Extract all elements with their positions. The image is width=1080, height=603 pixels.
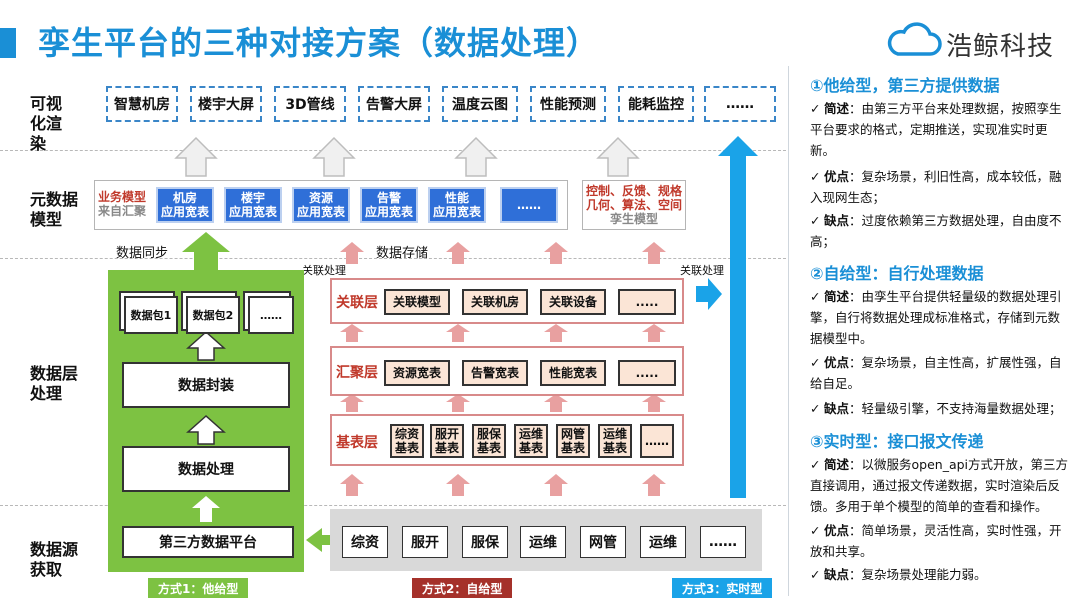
- data-package-more: ……: [248, 296, 294, 334]
- label-assoc-left: 关联处理: [302, 264, 346, 277]
- visual-box-3d-pipe: 3D管线: [274, 86, 346, 122]
- assoc-layer-label: 关联层: [336, 295, 378, 311]
- meta-box-room: 机房应用宽表: [156, 187, 214, 223]
- visual-box-alarm: 告警大屏: [358, 86, 430, 122]
- base-item-yunwei: 运维基表: [514, 424, 548, 458]
- summary-item-alarm: 告警宽表: [462, 360, 528, 386]
- label-data-sync: 数据同步: [116, 246, 169, 261]
- visual-box-energy: 能耗监控: [618, 86, 694, 122]
- method3-heading: ③实时型：接口报文传递: [810, 432, 984, 451]
- data-encapsulate-box: 数据封装: [122, 362, 290, 408]
- visual-box-temperature: 温度云图: [442, 86, 518, 122]
- assoc-item-room: 关联机房: [462, 289, 528, 315]
- base-item-zongzi: 综资基表: [390, 424, 424, 458]
- row-label-source: 数据源获取: [30, 540, 79, 579]
- row-divider: [0, 150, 786, 151]
- meta-box-performance: 性能应用宽表: [428, 187, 486, 223]
- method2-summary: ✓简述：由孪生平台提供轻量级的数据处理引擎，自行将数据处理成标准格式，存储到元数…: [810, 289, 1062, 346]
- meta-box-resource: 资源应用宽表: [292, 187, 350, 223]
- source-fubao: 服保: [462, 526, 508, 558]
- method3-pros: ✓优点：简单场景，灵活性高，实时性强，开放和共享。: [810, 523, 1062, 559]
- cloud-logo-icon: [887, 22, 942, 56]
- row-label-visual: 可视化渲染: [30, 94, 63, 153]
- row-divider: [0, 258, 786, 259]
- base-item-fubao: 服保基表: [472, 424, 506, 458]
- method3-summary: ✓简述：以微服务open_api方式开放，第三方直接调用，通过报文传递数据，实时…: [810, 457, 1069, 514]
- source-zongzi: 综资: [342, 526, 388, 558]
- method1-pros: ✓优点：复杂场景，利旧性高，成本较低，融入现网生态；: [810, 169, 1062, 205]
- row-label-meta: 元数据模型: [30, 190, 79, 229]
- visual-box-performance: 性能预测: [530, 86, 606, 122]
- summary-item-more: .....: [618, 360, 676, 386]
- summary-layer-label: 汇聚层: [336, 365, 378, 381]
- source-wangguan: 网管: [580, 526, 626, 558]
- label-assoc-right: 关联处理: [680, 264, 724, 277]
- visual-box-more: ……: [704, 86, 776, 122]
- assoc-item-device: 关联设备: [540, 289, 606, 315]
- method1-summary: ✓简述：由第三方平台来处理数据，按照孪生平台要求的格式，定期推送，实现准实时更新…: [810, 101, 1062, 158]
- meta-business-label: 业务模型 来自汇聚: [98, 190, 147, 218]
- assoc-item-model: 关联模型: [384, 289, 450, 315]
- base-layer-label: 基表层: [336, 435, 378, 451]
- meta-box-building: 楼宇应用宽表: [224, 187, 282, 223]
- method3-tag: 方式3：实时型: [672, 578, 773, 598]
- meta-box-more: ……: [500, 187, 558, 223]
- page-title: 孪生平台的三种对接方案（数据处理）: [38, 24, 600, 62]
- data-package-2: 数据包2: [186, 296, 240, 334]
- row-label-layer: 数据层处理: [30, 364, 79, 403]
- source-yunwei: 运维: [520, 526, 566, 558]
- right-panel-divider: [788, 66, 789, 596]
- method2-tag: 方式2：自给型: [412, 578, 513, 598]
- label-data-storage: 数据存储: [376, 246, 429, 261]
- method1-cons: ✓缺点：过度依赖第三方数据处理，自由度不高；: [810, 213, 1062, 249]
- row-divider: [0, 505, 786, 506]
- base-item-wangguan: 网管基表: [556, 424, 590, 458]
- summary-item-resource: 资源宽表: [384, 360, 450, 386]
- title-accent-bar: [0, 28, 16, 58]
- twin-model-box: 控制、反馈、规格 几何、算法、空间 孪生模型: [582, 180, 686, 230]
- visual-box-smart-room: 智慧机房: [106, 86, 178, 122]
- data-package-1: 数据包1: [124, 296, 178, 334]
- visual-box-building: 楼宇大屏: [190, 86, 262, 122]
- method2-heading: ②自给型：自行处理数据: [810, 264, 984, 283]
- method1-tag: 方式1：他给型: [148, 578, 249, 598]
- source-fukai: 服开: [402, 526, 448, 558]
- assoc-item-more: .....: [618, 289, 676, 315]
- method1-heading: ①他给型，第三方提供数据: [810, 76, 1000, 95]
- method2-cons: ✓缺点：轻量级引擎，不支持海量数据处理；: [810, 401, 1062, 416]
- source-more: ……: [700, 526, 746, 558]
- base-item-yunwei-2: 运维基表: [598, 424, 632, 458]
- meta-box-alarm: 告警应用宽表: [360, 187, 418, 223]
- method3-cons: ✓缺点：复杂场景处理能力弱。: [810, 567, 987, 582]
- summary-item-performance: 性能宽表: [540, 360, 606, 386]
- base-item-more: ……: [640, 424, 674, 458]
- source-yunwei-2: 运维: [640, 526, 686, 558]
- data-process-box: 数据处理: [122, 446, 290, 492]
- company-logo-text: 浩鲸科技: [946, 32, 1055, 62]
- method2-pros: ✓优点：复杂场景，自主性高，扩展性强，自给自足。: [810, 355, 1062, 391]
- base-item-fukai: 服开基表: [430, 424, 464, 458]
- third-party-platform-box: 第三方数据平台: [122, 526, 294, 558]
